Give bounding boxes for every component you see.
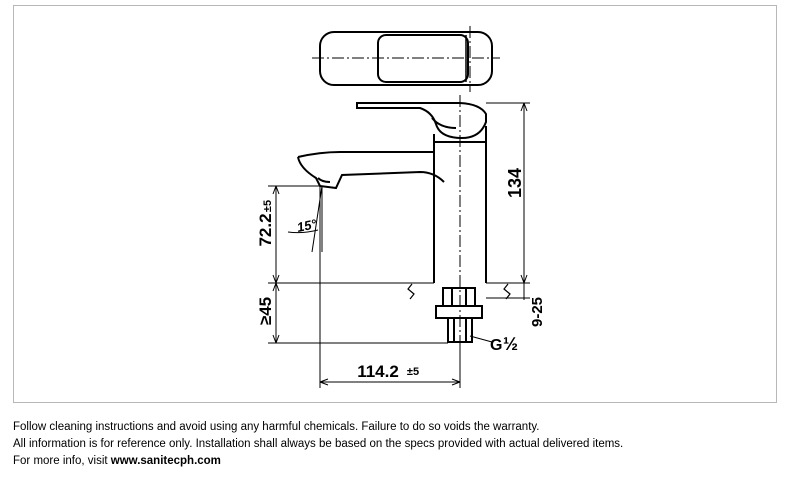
drawing-frame [13,5,777,403]
thread-leader-line [469,335,493,343]
reach-tolerance: ±5 [407,366,419,378]
height-dimension-line [486,102,530,284]
more-info-note: For more info, visit www.sanitecph.com [13,453,623,470]
reference-note: All information is for reference only. I… [13,438,624,450]
disclaimer-notes: Follow cleaning instructions and avoid u… [13,419,623,470]
spout-height-label: 72.2 ±5 [256,200,275,247]
cleaning-note: Follow cleaning instructions and avoid u… [13,421,540,433]
thread-size-label: G ½ [490,334,518,354]
more-info-prefix: For more info, visit [13,455,111,467]
top-view-outline [319,31,493,86]
thread-range-dimension-line [486,283,530,300]
height-value: 134 [505,168,525,198]
countertop-break [407,283,511,300]
thread-letter: G [490,337,502,354]
height-label: 134 [505,168,525,198]
below-counter-dimension-line [268,282,448,344]
below-counter-value: ≥45 [256,297,275,325]
spout-height-dimension-line [268,185,434,284]
spout-height-tolerance: ±5 [262,200,274,212]
thread-fraction: ½ [503,334,518,354]
website-link[interactable]: www.sanitecph.com [110,455,221,467]
lever-handle [356,102,487,140]
spout [297,151,445,190]
reach-label: 114.2 ±5 [357,362,419,381]
spout-height-value: 72.2 [256,213,275,246]
faucet-technical-drawing: 134 72.2 ±5 15° ≥45 9-25 114.2 ±5 G ½ [256,26,546,388]
angle-value: 15° [296,216,319,235]
reach-value: 114.2 [357,362,399,381]
reach-dimension-line [319,186,461,388]
thread-range-value: 9-25 [529,297,546,327]
shank-and-nut [435,287,483,343]
top-view-centerline [312,26,500,92]
